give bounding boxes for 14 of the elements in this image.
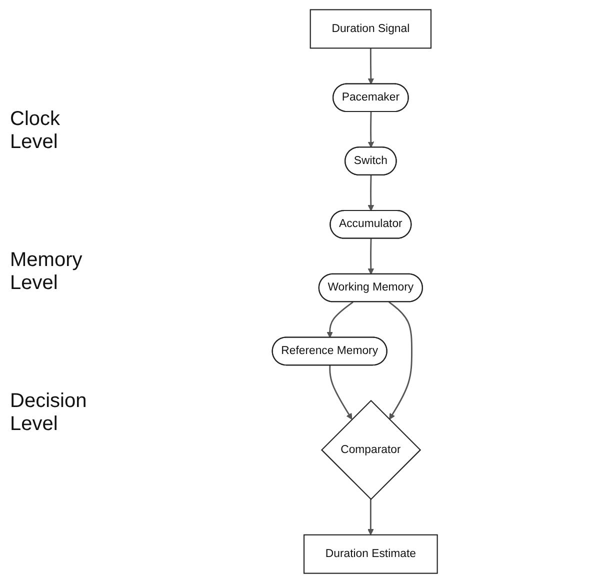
level-label: Clock Level <box>10 108 62 154</box>
node-box: Duration Signal <box>310 9 432 49</box>
arrow <box>368 175 374 212</box>
node-diamond: Comparator <box>321 400 422 500</box>
level-label: Decision Level <box>10 390 88 436</box>
arrow <box>368 499 374 536</box>
level-label: Memory Level <box>10 248 84 294</box>
arrow <box>329 365 352 420</box>
arrow <box>388 301 413 420</box>
arrow <box>368 48 374 84</box>
arrow <box>326 301 354 338</box>
arrow <box>368 112 374 148</box>
arrow <box>368 238 374 275</box>
node-box: Duration Estimate <box>304 534 438 574</box>
